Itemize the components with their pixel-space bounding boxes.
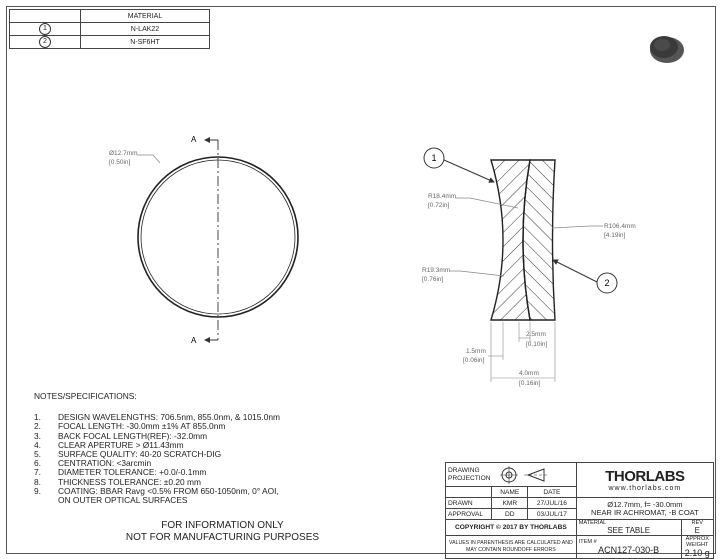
- diameter-in: [0.50in]: [109, 159, 131, 166]
- list-item: 5.SURFACE QUALITY: 40-20 SCRATCH-DIG: [34, 449, 222, 460]
- rev-value: E: [694, 526, 700, 535]
- section-label-bottom: A: [191, 336, 197, 345]
- list-item: 3.BACK FOCAL LENGTH(REF): -32.0mm: [34, 430, 208, 441]
- material-label: MATERIAL: [578, 520, 607, 526]
- thorlabs-logo: THORLABS: [605, 468, 685, 485]
- material-2: N-SF6HT: [80, 35, 210, 49]
- approval-date: 03/JUL/17: [527, 508, 577, 520]
- balloon-1: [423, 147, 445, 169]
- svg-text:1: 1: [431, 153, 436, 163]
- item-number-1: 1: [39, 23, 51, 35]
- section-label-top: A: [191, 135, 197, 144]
- diameter-mm: Ø12.7mm: [109, 150, 138, 157]
- list-item: 2.FOCAL LENGTH: -30.0mm ±1% AT 855.0nm: [34, 421, 226, 432]
- table-row: 2 N-SF6HT: [9, 35, 210, 49]
- r1-in: [0.72in]: [428, 202, 450, 209]
- copyright: COPYRIGHT © 2017 BY THORLABS: [445, 519, 577, 536]
- list-item: 4.CLEAR APERTURE > Ø11.43mm: [34, 439, 184, 450]
- r2-in: [4.19in]: [604, 232, 626, 239]
- description-line1: Ø12.7mm, f= -30.0mm: [607, 499, 683, 509]
- balloon-2: [596, 272, 618, 294]
- lens-3d-thumbnail: [650, 36, 684, 63]
- r2-mm: R106.4mm: [604, 223, 636, 230]
- item-number-2: 2: [39, 36, 51, 48]
- t2-in: [0.06in]: [463, 357, 485, 364]
- t3-mm: 4.0mm: [519, 370, 539, 377]
- approval-label: APPROVAL: [444, 508, 493, 520]
- r3-mm: R19.3mm: [422, 267, 450, 274]
- title-block: DRAWING PROJECTION THORLABS www.thorlabs…: [444, 462, 715, 559]
- list-item: 9.COATING: BBAR Ravg <0.5% FROM 650-1050…: [34, 485, 279, 496]
- balloon-1-leader: [443, 159, 495, 183]
- t3-in: [0.16in]: [519, 380, 541, 387]
- list-item: ON OUTER OPTICAL SURFACES: [58, 495, 188, 506]
- drawing-sheet: [6, 6, 716, 554]
- r3-in: [0.76in]: [422, 276, 444, 283]
- disclaimer: FOR INFORMATION ONLY NOT FOR MANUFACTURI…: [125, 520, 320, 543]
- list-item: 7.DIAMETER TOLERANCE: +0.0/-0.1mm: [34, 467, 207, 478]
- website: www.thorlabs.com: [608, 485, 682, 492]
- weight-value: 2.10 g: [684, 548, 710, 558]
- front-view: A A Ø12.7mm [0.50in]: [109, 135, 299, 345]
- t2-mm: 1.5mm: [466, 348, 486, 355]
- notes-specifications: NOTES/SPECIFICATIONS: 1.DESIGN WAVELENGT…: [34, 391, 281, 506]
- drawn-name: KMR: [491, 497, 529, 509]
- rev-label: REV: [691, 520, 704, 526]
- notes-title: NOTES/SPECIFICATIONS:: [34, 391, 137, 401]
- diameter-leader: [137, 154, 161, 164]
- r1-mm: R18.4mm: [428, 193, 456, 200]
- t1-in: [0.10in]: [526, 341, 548, 348]
- drawing-projection-label: DRAWING PROJECTION: [448, 466, 491, 482]
- element-2-section: [522, 159, 556, 321]
- description-line2: NEAR IR ACHROMAT, -B COAT: [591, 507, 699, 517]
- item-label: ITEM #: [578, 539, 597, 545]
- drawn-date: 27/JUL/16: [527, 497, 577, 509]
- material-table: MATERIAL 1 N-LAK22 2 N-SF6HT: [9, 9, 210, 49]
- item-value: ACN127-030-B: [598, 545, 660, 555]
- balloon-2-leader: [552, 259, 598, 283]
- weight-label: APPROX WEIGHT: [685, 536, 709, 548]
- approval-name: DD: [491, 508, 529, 520]
- material-value: SEE TABLE: [607, 526, 651, 535]
- values-note: VALUES IN PARENTHESIS ARE CALCULATED AND…: [445, 535, 577, 559]
- section-view: 1 2 R18.4mm [0.72in] R106.4mm [4.19in] R…: [422, 147, 636, 387]
- date-header: DATE: [527, 486, 577, 498]
- t1-mm: 2.5mm: [526, 331, 546, 338]
- list-item: 6.CENTRATION: <3arcmin: [34, 458, 152, 469]
- list-item: 8.THICKNESS TOLERANCE: ±0.20 mm: [34, 476, 201, 487]
- projection-symbol-icon: [500, 466, 547, 484]
- drawn-label: DRAWN: [444, 497, 493, 509]
- name-header: NAME: [491, 486, 529, 498]
- svg-text:2: 2: [604, 278, 609, 288]
- list-item: 1.DESIGN WAVELENGTHS: 706.5nm, 855.0nm, …: [34, 412, 281, 423]
